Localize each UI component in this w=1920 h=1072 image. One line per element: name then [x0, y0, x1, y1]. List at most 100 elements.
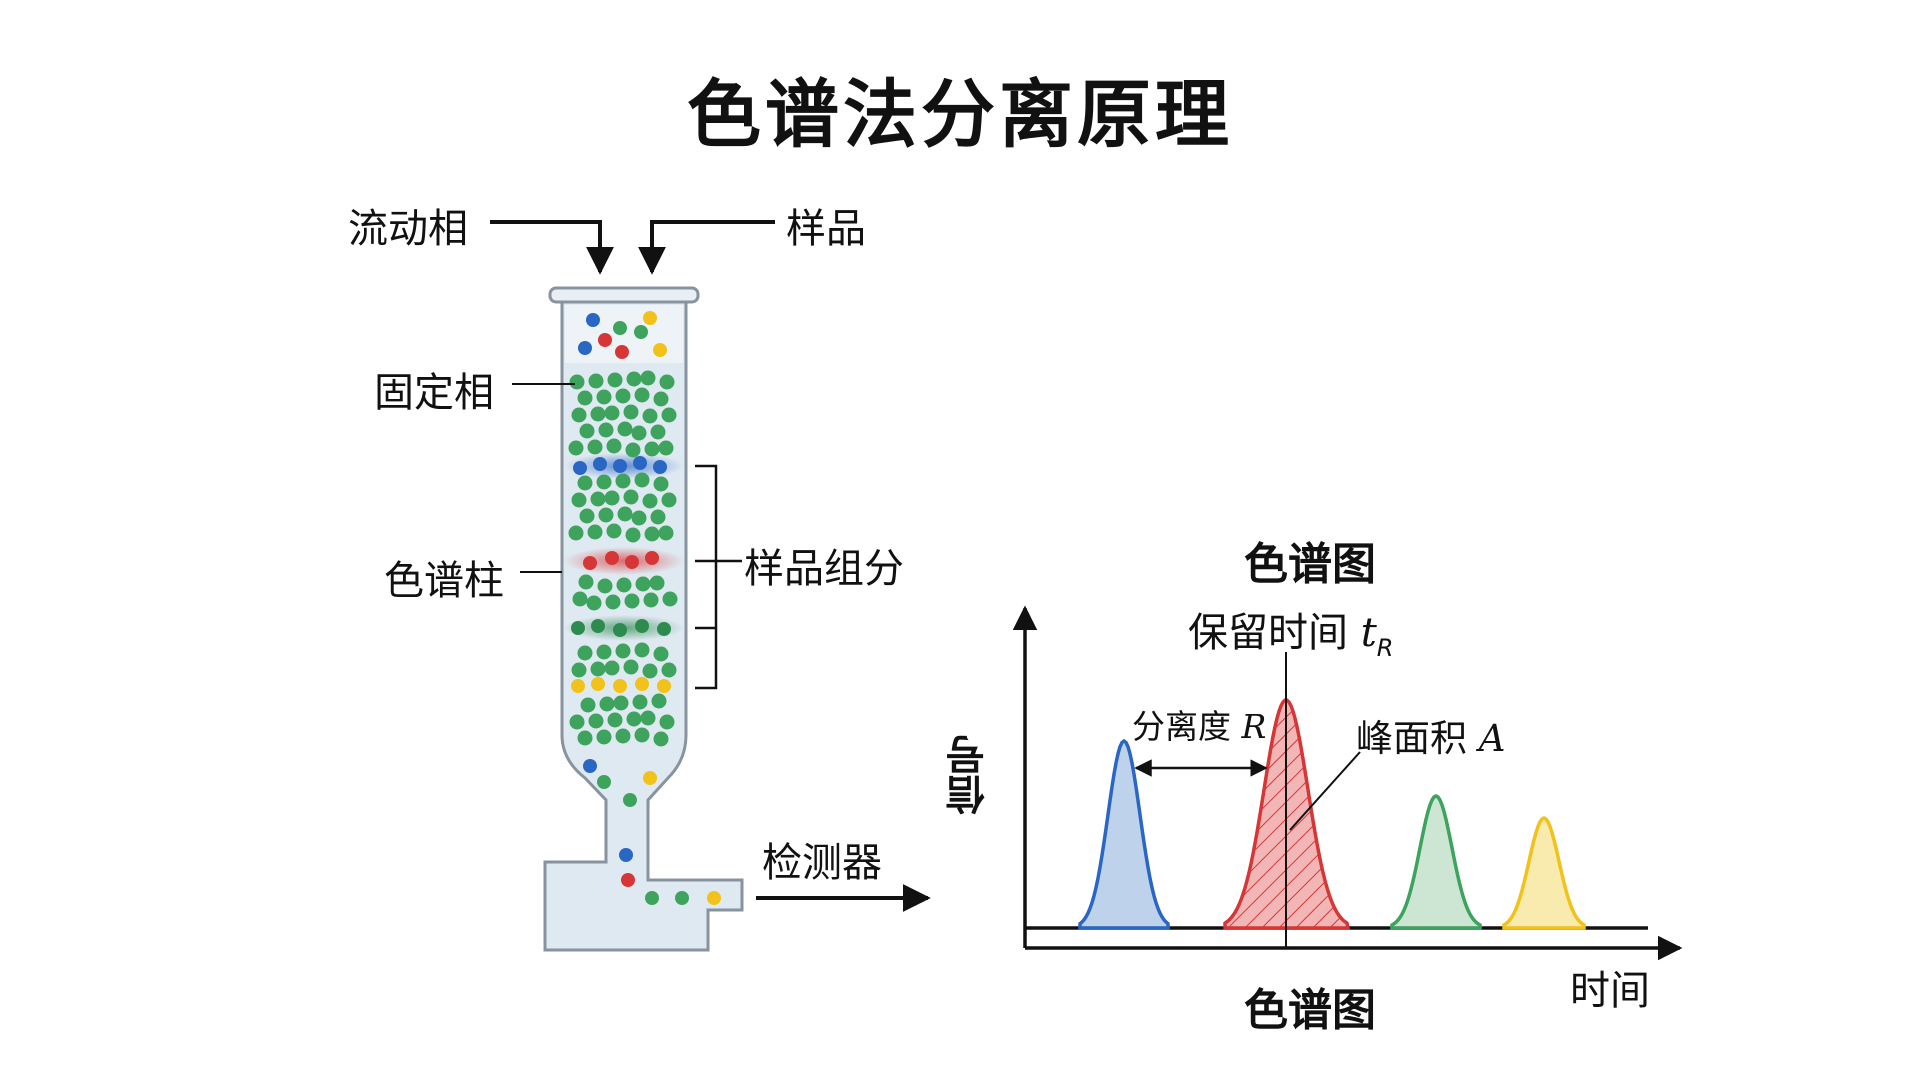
x-axis-label: 时间 [1570, 968, 1650, 1014]
particle [598, 507, 614, 523]
particle [617, 506, 633, 522]
particle [596, 644, 612, 660]
particle [596, 474, 612, 490]
particle [615, 728, 631, 744]
band-red [564, 547, 684, 575]
particle [599, 696, 615, 712]
particle [577, 730, 593, 746]
particle [588, 373, 604, 389]
column-label: 色谱柱 [384, 558, 504, 604]
particle [649, 575, 665, 591]
particle [653, 391, 669, 407]
particle [634, 387, 650, 403]
particle [577, 390, 593, 406]
particle [568, 525, 584, 541]
red-band-dots [583, 551, 659, 570]
particle [642, 408, 658, 424]
particle [587, 524, 603, 540]
particle [569, 714, 585, 730]
column-cap [548, 286, 700, 304]
chromatogram-footer: 色谱图 [1244, 985, 1376, 1036]
particle [590, 406, 606, 422]
particle [650, 509, 666, 525]
particle [596, 729, 612, 745]
particle [580, 697, 596, 713]
peak-green [1390, 794, 1482, 930]
page-title: 色谱法分离原理 [687, 72, 1233, 158]
resolution-symbol: R [1241, 707, 1267, 746]
peak-area-leader [1289, 751, 1361, 831]
particle [653, 646, 669, 662]
particle [607, 372, 623, 388]
peak-yellow [1502, 816, 1586, 930]
particle [587, 439, 603, 455]
peak-area-text: 峰面积 [1356, 717, 1467, 760]
particle [606, 523, 622, 539]
retention-time-symbol: t [1360, 610, 1377, 656]
particle [577, 645, 593, 661]
particle [626, 371, 642, 387]
particle [597, 578, 613, 594]
stationary-phase-particles [568, 370, 678, 747]
particle [579, 423, 595, 439]
sample-dots-top [578, 311, 667, 359]
sample-components-bracket [695, 464, 742, 690]
particle [625, 442, 641, 458]
particle [623, 659, 639, 675]
particle [598, 422, 614, 438]
resolution-label: 分离度 R [1132, 700, 1266, 748]
particle [617, 421, 633, 437]
sample-label: 样品 [786, 206, 866, 252]
particle [604, 660, 620, 676]
particle [642, 663, 658, 679]
particle [658, 440, 674, 456]
particle [650, 424, 666, 440]
particle [579, 508, 595, 524]
particle [596, 389, 612, 405]
green-band-dots [571, 619, 671, 637]
particle [590, 491, 606, 507]
particle [644, 526, 660, 542]
particle [569, 374, 585, 390]
particle [623, 404, 639, 420]
particle [571, 407, 587, 423]
particle [659, 714, 675, 730]
particle [635, 576, 651, 592]
peak-area-symbol: A [1478, 717, 1506, 760]
sample-arrow [638, 220, 775, 275]
particle [604, 405, 620, 421]
particle [640, 370, 656, 386]
particle [659, 374, 675, 390]
particle [571, 492, 587, 508]
stationary-phase-label: 固定相 [374, 370, 494, 416]
particle [662, 591, 678, 607]
resolution-text: 分离度 [1132, 707, 1231, 746]
particle [623, 489, 639, 505]
particle [571, 662, 587, 678]
peak-blue [1078, 738, 1170, 930]
sample-components-label: 样品组分 [744, 546, 904, 592]
particle [607, 712, 623, 728]
particle [634, 642, 650, 658]
particle [644, 441, 660, 457]
y-axis-label: 信号 [946, 735, 992, 815]
particle [642, 493, 658, 509]
particle [640, 710, 656, 726]
particle [616, 577, 632, 593]
particle [643, 592, 659, 608]
particle [661, 662, 677, 678]
particle [661, 492, 677, 508]
particle [604, 490, 620, 506]
eluting-dots [583, 759, 721, 905]
peak-area-label: 峰面积 A [1356, 708, 1506, 762]
particle [572, 591, 588, 607]
blue-band-dots [573, 456, 667, 475]
particle [631, 425, 647, 441]
particle [615, 388, 631, 404]
particle [661, 407, 677, 423]
particle [588, 713, 604, 729]
particle [634, 727, 650, 743]
particle [625, 527, 641, 543]
particle [624, 593, 640, 609]
